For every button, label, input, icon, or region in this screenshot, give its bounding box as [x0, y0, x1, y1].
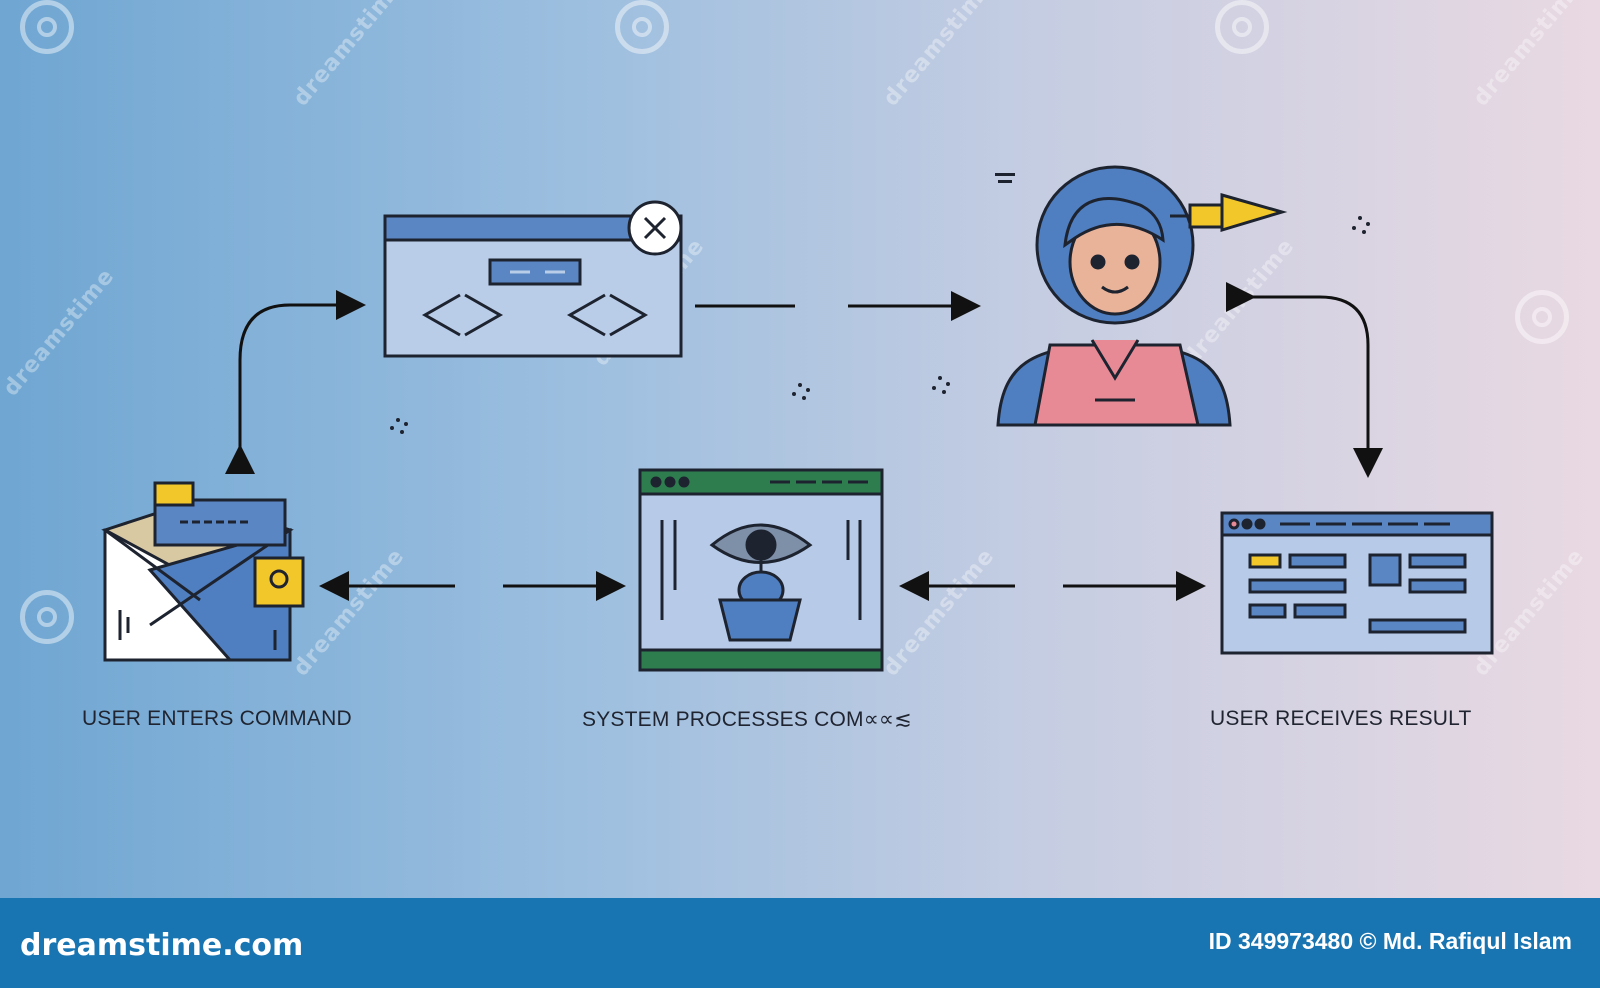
- watermark-swirl-icon: [20, 0, 74, 54]
- envelope-icon: [101, 481, 305, 662]
- flow-diagram: [101, 165, 1494, 672]
- step-label-user-enters-command: USER ENTERS COMMAND: [82, 707, 352, 730]
- watermark-swirl-icon: [20, 590, 74, 644]
- arrow-envelope-to-code: [225, 290, 366, 474]
- code-window-icon: [383, 200, 683, 358]
- watermark-swirl-icon: [1215, 0, 1269, 54]
- footer-bar: dreamstime.com ID 349973480 © Md. Rafiqu…: [0, 898, 1600, 988]
- flow-arrows: [225, 282, 1383, 601]
- result-dashboard-icon: [1220, 511, 1494, 655]
- dreamstime-logo: dreamstime.com: [20, 928, 304, 963]
- step-label-system-processes: SYSTEM PROCESSES COM∝∝≲: [582, 708, 912, 731]
- arrow-person-to-result: [1226, 282, 1383, 478]
- decorative-dots: [390, 173, 1370, 434]
- watermark-swirl-icon: [615, 0, 669, 54]
- watermark-swirl-icon: [1515, 290, 1569, 344]
- person-avatar-icon: [996, 165, 1288, 427]
- processing-window-icon: [638, 468, 884, 672]
- step-label-user-receives-result: USER RECEIVES RESULT: [1210, 707, 1472, 730]
- image-credit: ID 349973480 © Md. Rafiqul Islam: [1208, 928, 1572, 954]
